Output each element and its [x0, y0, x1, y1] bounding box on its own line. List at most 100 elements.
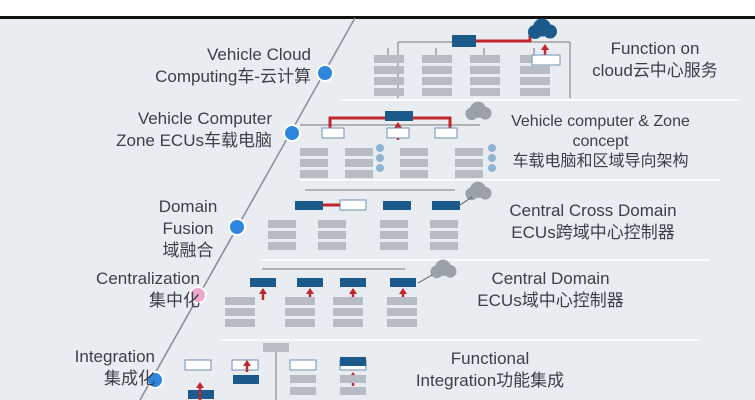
zone-node [376, 154, 384, 162]
ecu-block [455, 148, 483, 156]
ecu-block [470, 88, 500, 96]
cloud-arrow [476, 30, 532, 43]
ecu-block [380, 242, 408, 250]
zone-node [488, 144, 496, 152]
integration-top-block [263, 343, 289, 352]
stage-zone-dot [285, 126, 299, 140]
ecu-block [340, 387, 366, 395]
ecu-block [268, 242, 296, 250]
ecu-block [225, 308, 255, 316]
ecu-block [387, 297, 417, 305]
integration-up-arrow-head [243, 360, 251, 366]
ecu-block [430, 242, 458, 250]
ecu-block [345, 170, 373, 178]
zone-ecu-box [434, 127, 458, 139]
stage-zone-desc: Vehicle computer & Zone concept 车载电脑和区域导… [488, 112, 713, 172]
evolution-diagonal [139, 17, 356, 400]
stage-central-label-line1: Centralization [96, 269, 200, 288]
fusion-controller-block [295, 201, 323, 210]
central-controller-block [390, 278, 416, 287]
ecu-block [345, 159, 373, 167]
stage-central-desc-line1: Central Domain [491, 269, 610, 288]
top-bar [0, 0, 755, 18]
ecu-block [422, 55, 452, 63]
central-controller-block [250, 278, 276, 287]
stage-integration-dot [148, 373, 162, 387]
stage-integration-label-line1: Integration [74, 347, 155, 366]
stage-central-dot [191, 288, 205, 302]
cloud-ecu-box [531, 54, 561, 66]
stage-cloud-desc: Function on cloud云中心服务 [575, 38, 735, 82]
ecu-block [430, 231, 458, 239]
stage-zone-desc-line1: Vehicle computer & Zone [511, 113, 690, 130]
stage-fusion-desc-line2: ECUs跨域中心控制器 [511, 223, 675, 242]
zone-node [376, 164, 384, 172]
ecu-block [333, 308, 363, 316]
ecu-block [422, 66, 452, 74]
ecu-block [268, 231, 296, 239]
stage-fusion-dot [230, 220, 244, 234]
integration-controller-block [233, 375, 259, 384]
integration-up-arrow-head [196, 382, 204, 388]
stage-integration-label: Integration 集成化 [75, 346, 155, 390]
ecu-block [340, 375, 366, 383]
ecu-block [374, 55, 404, 63]
stage-central-label-line2: 集中化 [149, 291, 200, 310]
stage-central-label: Centralization 集中化 [96, 268, 200, 312]
central-up-arrow-head [399, 288, 407, 294]
stage-integration-desc-line1: Functional [450, 349, 530, 368]
zone-up-arrow-head [394, 122, 402, 128]
integration-ecu-box [184, 359, 212, 371]
ecu-block [400, 170, 428, 178]
stage-central-desc: Central Domain ECUs域中心控制器 [463, 268, 638, 312]
stage-zone-label-line1: Vehicle Computer [137, 109, 272, 128]
ecu-block [520, 88, 550, 96]
ecu-block [318, 242, 346, 250]
integration-controller-block [340, 357, 366, 366]
ecu-block [318, 220, 346, 228]
ecu-block [285, 319, 315, 327]
stage-fusion-label: Domain Fusion 域融合 [138, 196, 238, 262]
ecu-block [318, 231, 346, 239]
ecu-block [290, 375, 316, 383]
ecu-block [374, 77, 404, 85]
stage-fusion-label-line2: Fusion [162, 219, 214, 238]
stage-zone-label: Vehicle Computer Zone ECUs车载电脑 [116, 108, 272, 152]
ecu-block [300, 148, 328, 156]
ecu-block [225, 297, 255, 305]
ecu-block [380, 231, 408, 239]
cloud-icon [543, 24, 557, 39]
stage-cloud-label-line1: Vehicle Cloud [207, 45, 311, 64]
ecu-block [374, 66, 404, 74]
central-up-arrow-head [349, 288, 357, 294]
ecu-block [470, 55, 500, 63]
fusion-bubble-icon [478, 187, 492, 200]
fusion-ecu-box [339, 199, 367, 211]
stage-zone-desc-line3: 车载电脑和区域导向架构 [512, 153, 689, 170]
central-up-arrow-head [259, 288, 267, 294]
ecu-block [400, 148, 428, 156]
ecu-block [285, 297, 315, 305]
fusion-controller-block [383, 201, 411, 210]
ecu-block [520, 77, 550, 85]
ecu-block [387, 319, 417, 327]
ecu-block [470, 66, 500, 74]
stage-dividers [220, 99, 740, 341]
zone-node [488, 154, 496, 162]
ecu-block [333, 297, 363, 305]
ecu-block [333, 319, 363, 327]
ecu-block [268, 220, 296, 228]
stage-zone-desc-line2: concept [572, 133, 629, 150]
stage-zone-label-line2: Zone ECUs车载电脑 [116, 131, 272, 150]
ecu-block [380, 220, 408, 228]
zone-ecu-box [321, 127, 345, 139]
top-rule [0, 16, 755, 19]
zone-ecu-box [386, 127, 410, 139]
stage-cloud-desc-line1: Function on [610, 39, 700, 58]
ecu-block [400, 159, 428, 167]
ecu-block [374, 88, 404, 96]
ecu-block [422, 77, 452, 85]
stage-central-desc-line2: ECUs域中心控制器 [477, 291, 624, 310]
zone-node [376, 144, 384, 152]
